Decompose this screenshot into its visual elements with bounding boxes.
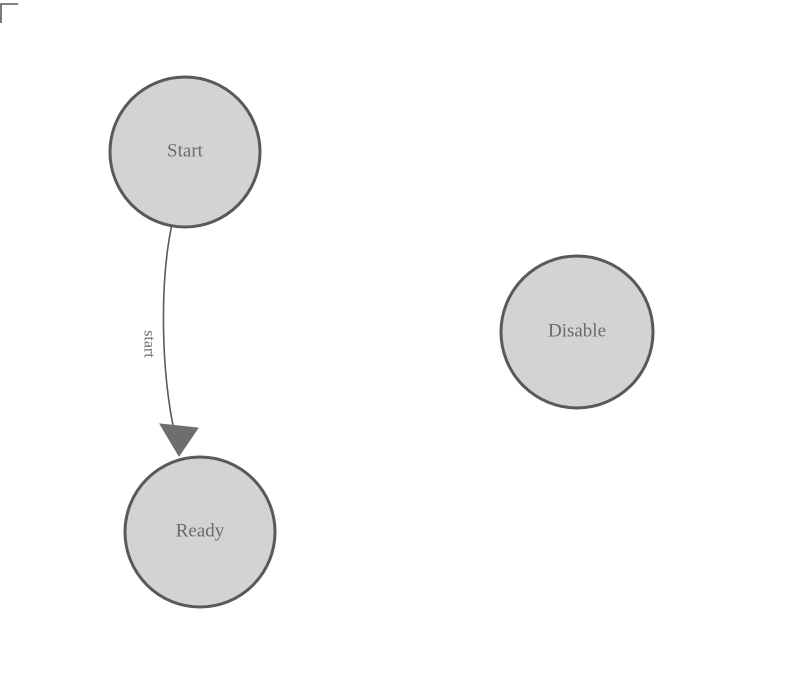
edge-start-to-ready-path (162, 223, 177, 441)
node-ready-circle[interactable] (123, 455, 277, 609)
node-start-label: Start (167, 140, 204, 161)
node-disable-circle[interactable] (499, 254, 655, 410)
node-disable-label: Disable (548, 320, 606, 341)
edge-start-to-ready[interactable]: start (140, 223, 199, 457)
node-start[interactable]: Start (108, 75, 262, 229)
edge-start-to-ready-arrowhead-icon (159, 423, 199, 457)
edge-label-start: start (140, 330, 157, 358)
node-ready-label: Ready (176, 520, 225, 541)
node-disable[interactable]: Disable (499, 254, 655, 410)
node-start-circle[interactable] (108, 75, 262, 229)
node-ready[interactable]: Ready (123, 455, 277, 609)
top-left-corner-mark (0, 3, 18, 23)
